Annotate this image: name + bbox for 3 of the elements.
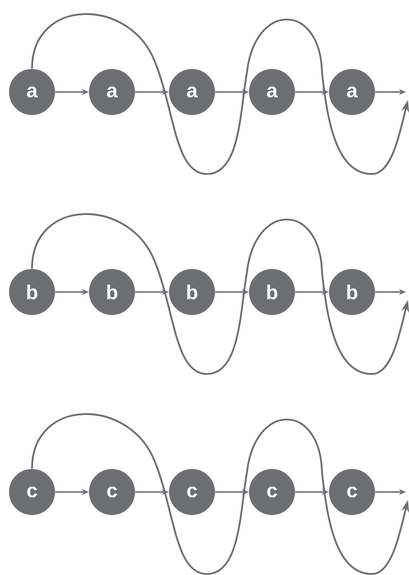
wavy-arrow <box>31 214 409 375</box>
wavy-arrow <box>31 414 409 575</box>
wavy-arrow <box>31 14 409 175</box>
